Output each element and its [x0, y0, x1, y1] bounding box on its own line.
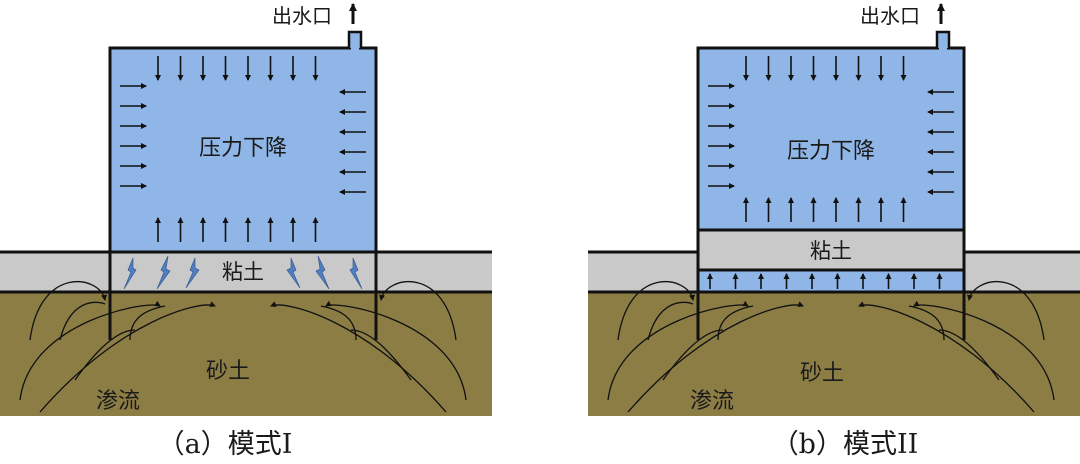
caption-a: （a）模式I: [158, 429, 293, 460]
water-layer: [696, 268, 966, 294]
clay-label: 粘土: [222, 260, 264, 284]
clay-cracks: [123, 255, 363, 290]
outlet-label: 出水口: [860, 4, 920, 28]
tank-label: 压力下降: [199, 136, 287, 161]
sand-label: 砂土: [800, 361, 844, 386]
sand-label: 砂土: [206, 359, 250, 384]
outlet-pipe: [935, 30, 951, 48]
panel-b: 出水口 压力下降 粘土 砂土 渗流 （b）模式II: [588, 3, 1080, 460]
tank: [108, 46, 378, 254]
sand-layer: [0, 292, 492, 416]
tank: [696, 46, 966, 232]
seepage-flow-lines: [607, 281, 1055, 413]
clay-label: 粘土: [810, 239, 852, 263]
outlet-pipe: [347, 30, 363, 48]
panel-a: 出水口 压力下降 粘土 砂土 渗流 （a）模式I: [0, 3, 492, 460]
uplift-arrows: [707, 273, 943, 289]
seepage-label: 渗流: [690, 389, 734, 414]
seepage-label: 渗流: [96, 389, 140, 414]
caption-b: （b）模式II: [772, 429, 919, 460]
pressure-arrows: [120, 56, 366, 242]
sand-layer: [588, 292, 1080, 416]
pressure-arrows: [708, 56, 954, 222]
clay-layer: [0, 252, 492, 292]
seepage-flow-lines: [19, 281, 467, 413]
outlet-label: 出水口: [272, 4, 332, 28]
tank-label: 压力下降: [787, 139, 875, 164]
